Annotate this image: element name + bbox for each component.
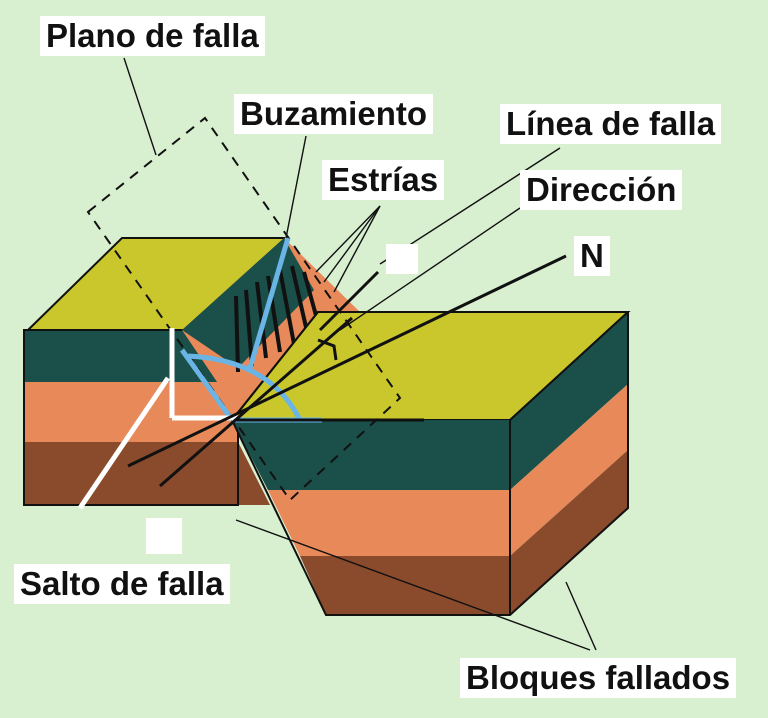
label-north: N bbox=[574, 236, 610, 276]
placeholder-box-bottom bbox=[146, 518, 182, 554]
leader-lines bbox=[123, 57, 597, 651]
right-block-orange-layer bbox=[268, 490, 510, 556]
label-direccion: Dirección bbox=[520, 170, 683, 210]
label-bloques-fallados: Bloques fallados bbox=[460, 658, 737, 698]
orientation-lines bbox=[127, 254, 567, 488]
label-plano-de-falla: Plano de falla bbox=[40, 16, 265, 56]
label-buzamiento: Buzamiento bbox=[234, 94, 434, 134]
right-block-outline bbox=[230, 311, 629, 616]
right-block-brown-layer bbox=[300, 556, 510, 615]
right-block-teal-layer bbox=[232, 420, 510, 490]
placeholder-box-top bbox=[386, 244, 418, 274]
right-side-brown bbox=[510, 450, 628, 615]
left-block-brown-layer bbox=[24, 442, 270, 505]
right-side-teal bbox=[510, 312, 628, 490]
label-estrias: Estrías bbox=[322, 160, 445, 200]
left-block-teal-layer bbox=[24, 330, 238, 382]
left-block-orange-layer bbox=[24, 382, 238, 442]
label-salto-de-falla: Salto de falla bbox=[14, 564, 230, 604]
right-side-orange bbox=[510, 384, 628, 556]
label-linea-de-falla: Línea de falla bbox=[500, 104, 722, 144]
